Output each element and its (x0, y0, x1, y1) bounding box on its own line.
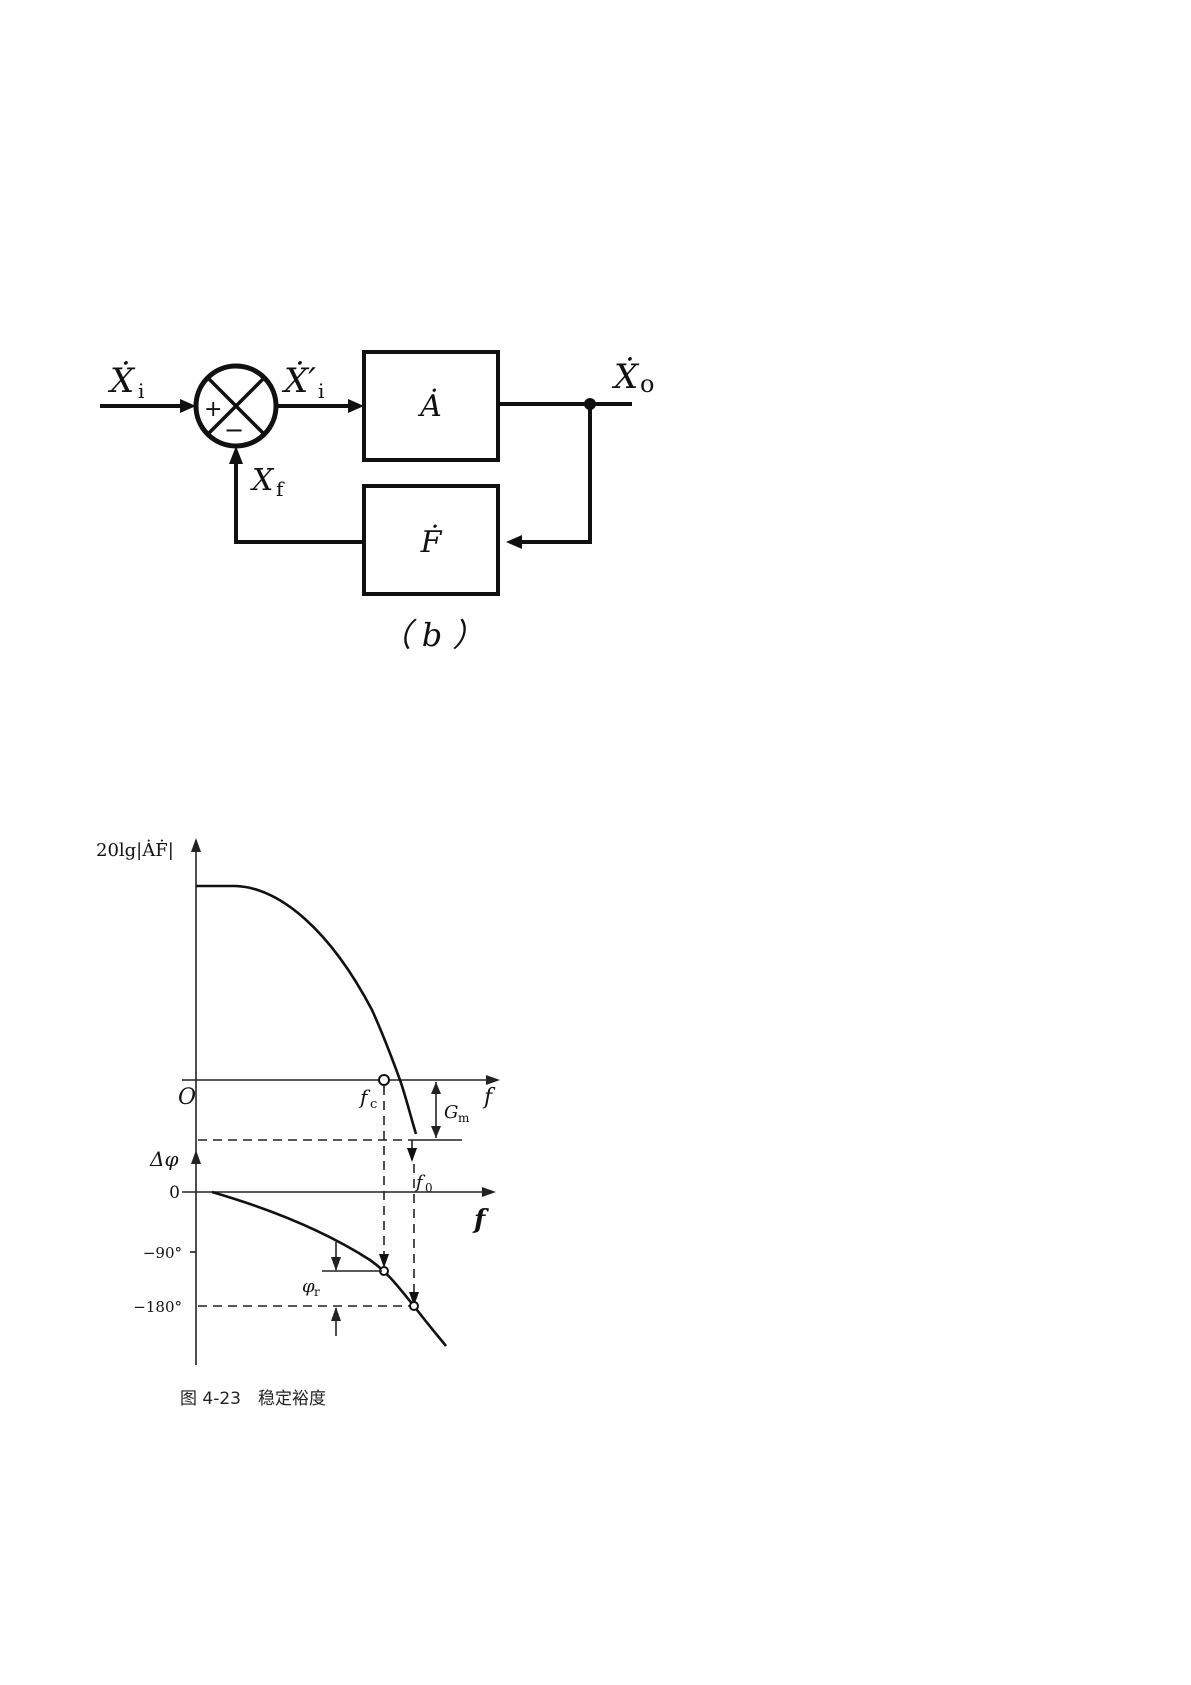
diagram-caption: （ b ） (380, 616, 485, 654)
freq-label-bottom: f (472, 1205, 489, 1235)
forward-block-label: Ȧ (417, 388, 442, 424)
feedback-junction-arrowhead (229, 446, 243, 464)
phase-curve (212, 1192, 446, 1346)
phase-margin-arrowhead-down (331, 1257, 341, 1271)
feedback-arrowhead (506, 535, 522, 549)
feedback-block-diagram: Ẋ i + − Ẋ′ i Ȧ Ẋ o Ḟ X f (100, 352, 654, 654)
feedback-block-label: Ḟ (420, 524, 443, 560)
magnitude-axis-arrowhead (191, 838, 201, 852)
freq-label-top: f (482, 1085, 496, 1110)
output-label: Ẋ (611, 357, 640, 397)
magnitude-curve (196, 886, 416, 1134)
phase-cross-point (410, 1302, 418, 1310)
f0-marker-arrowhead (407, 1148, 417, 1162)
phase-margin-subscript: r (314, 1285, 320, 1299)
phase-axis-arrowhead (191, 1150, 201, 1164)
input-subscript: i (138, 379, 144, 403)
feedback-label: X (250, 463, 275, 498)
minus-sign: − (224, 416, 244, 444)
bode-stability-margin-plot: 20lg|ȦḞ| O f f c G m f 0 Δφ 0 f −90° (96, 838, 500, 1409)
error-subscript: i (318, 379, 324, 403)
error-arrowhead (348, 399, 364, 413)
gain-margin-label: G (444, 1102, 458, 1123)
gain-margin-arrow-top (431, 1082, 441, 1094)
origin-label: O (178, 1085, 196, 1110)
gain-margin-subscript: m (458, 1111, 470, 1125)
phase-zero-label: 0 (169, 1183, 180, 1203)
input-label: Ẋ (107, 361, 136, 401)
crossover-point (379, 1075, 389, 1085)
magnitude-freq-arrowhead (486, 1075, 500, 1085)
phase-freq-arrowhead (482, 1187, 496, 1197)
error-label: Ẋ′ (281, 361, 316, 401)
tick-minus90-label: −90° (143, 1244, 182, 1262)
phase-margin-arrowhead-up (331, 1307, 341, 1321)
feedback-subscript: f (276, 477, 285, 501)
gain-margin-arrow-bottom (431, 1126, 441, 1138)
phase-axis-label: Δφ (149, 1147, 178, 1171)
feedback-return-line (520, 404, 590, 542)
plus-sign: + (204, 397, 222, 422)
crossover-projection-arrowhead (379, 1254, 389, 1268)
tick-minus180-label: −180° (133, 1298, 182, 1316)
plot-caption: 图 4-23 稳定裕度 (180, 1389, 326, 1409)
output-subscript: o (640, 370, 654, 398)
magnitude-axis-label: 20lg|ȦḞ| (96, 838, 174, 861)
crossover-subscript: c (370, 1097, 377, 1112)
phase-cross-subscript: 0 (425, 1181, 433, 1195)
